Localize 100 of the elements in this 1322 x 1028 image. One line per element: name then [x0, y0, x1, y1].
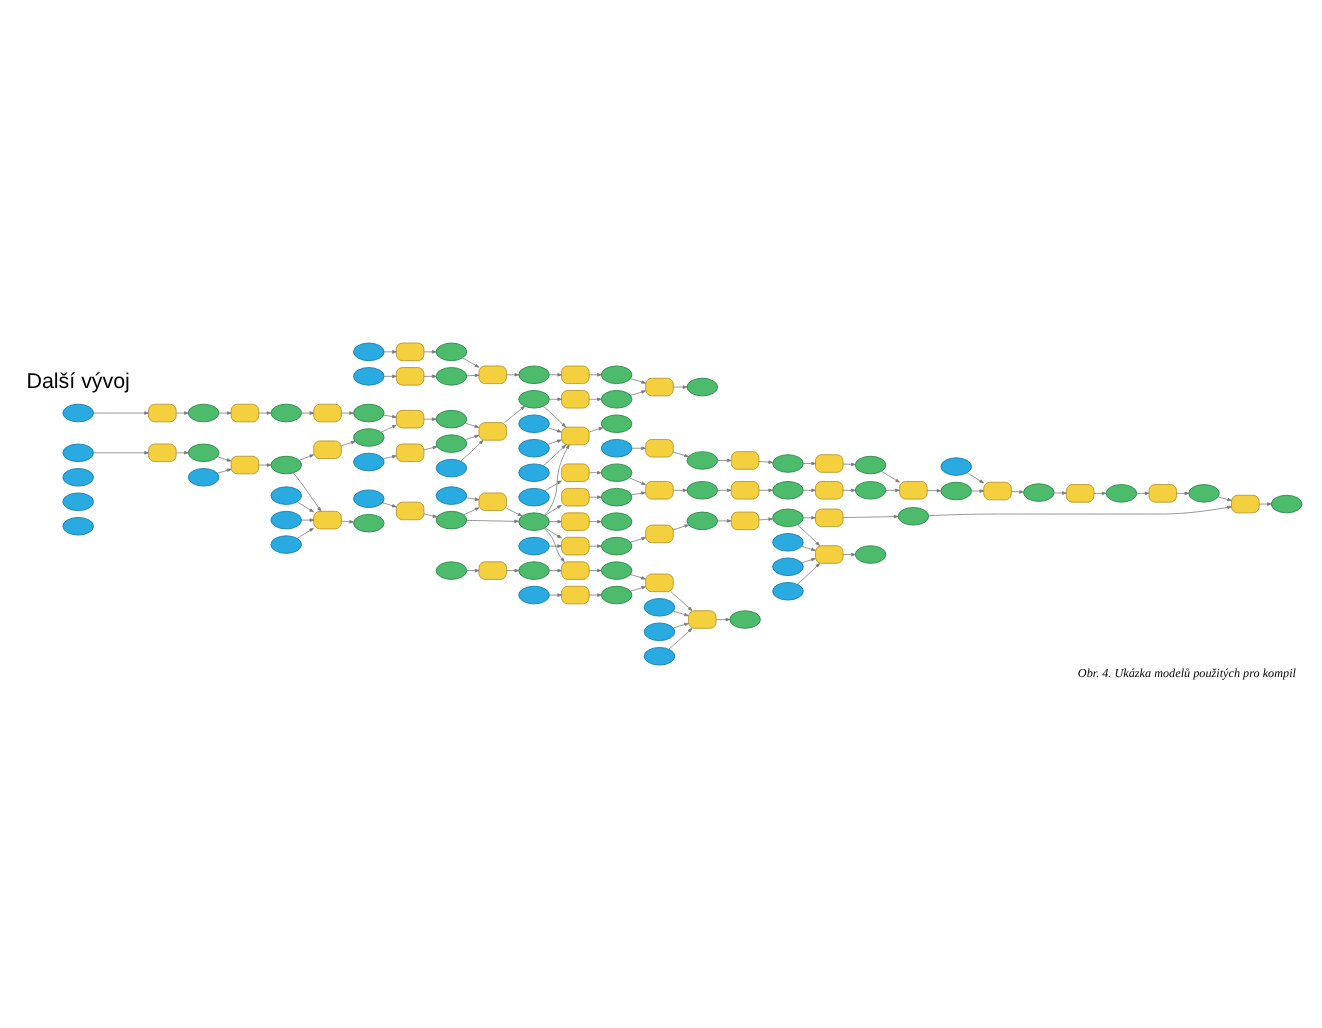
node-ellipse [854, 481, 887, 500]
arrow [340, 411, 354, 415]
arrow [549, 544, 562, 548]
node-ellipse [353, 428, 385, 447]
node-box [1065, 484, 1095, 503]
arrow [506, 507, 523, 517]
arrow [588, 593, 602, 597]
node-ellipse [940, 457, 972, 476]
arrow [543, 406, 566, 428]
node-box [561, 365, 590, 385]
arrow [465, 497, 480, 501]
arrow [672, 524, 690, 531]
node-ellipse [600, 438, 633, 458]
node-ellipse [772, 481, 804, 500]
node-ellipse [600, 585, 633, 605]
arrow [758, 460, 773, 464]
node-ellipse [62, 443, 94, 463]
node-box [230, 403, 260, 423]
arrow [630, 378, 646, 384]
node-box [730, 481, 760, 500]
arrow [93, 411, 149, 415]
node-ellipse [1105, 484, 1138, 503]
node-ellipse [518, 463, 550, 482]
arrow [544, 504, 562, 516]
node-ellipse [518, 487, 550, 507]
arrow [1010, 490, 1024, 494]
arrow [543, 444, 566, 466]
node-ellipse [187, 443, 220, 463]
node-ellipse [643, 598, 676, 617]
node-ellipse [435, 510, 468, 530]
arrow [296, 527, 314, 539]
node-ellipse [435, 561, 468, 580]
node-ellipse [600, 512, 633, 531]
arrow [340, 520, 354, 524]
arrow [630, 390, 646, 396]
node-ellipse [854, 545, 887, 564]
node-ellipse [600, 390, 633, 409]
node-ellipse [518, 585, 550, 605]
node-ellipse [187, 468, 220, 487]
arrow [423, 446, 438, 451]
arrow [301, 518, 315, 522]
arrow [549, 593, 562, 597]
arrow [797, 524, 820, 546]
node-box [983, 481, 1012, 501]
node-box [730, 451, 760, 470]
arrow [802, 461, 816, 466]
arrow [801, 558, 816, 564]
arrow [631, 446, 646, 450]
node-ellipse [62, 468, 94, 487]
arrow [218, 411, 232, 415]
node-box [1231, 494, 1260, 514]
node-box [478, 422, 507, 441]
arrow [1136, 491, 1150, 496]
arrow [296, 501, 314, 513]
arrow [672, 385, 688, 389]
arrow [588, 568, 602, 573]
arrow [217, 456, 232, 462]
arrow [299, 454, 315, 461]
node-box [815, 481, 844, 500]
node-box [478, 365, 507, 385]
arrow [293, 472, 322, 512]
arrow [588, 373, 602, 377]
node-ellipse [353, 403, 385, 423]
arrow [258, 411, 272, 415]
node-box [395, 409, 425, 429]
node-box [148, 443, 177, 463]
arrow [1217, 496, 1232, 502]
node-box [1148, 484, 1177, 503]
arrow [801, 545, 816, 551]
arrow [466, 519, 519, 523]
arrow [340, 440, 356, 447]
node-box [478, 492, 507, 511]
node-ellipse [600, 487, 633, 507]
arrow [423, 417, 437, 421]
arrow [383, 414, 397, 419]
node-box [645, 377, 674, 397]
arrow [717, 519, 732, 523]
arrow [464, 422, 480, 428]
node-ellipse [600, 463, 633, 482]
node-ellipse [435, 409, 468, 429]
node-box [899, 481, 928, 500]
arrow [588, 427, 604, 433]
node-ellipse [62, 492, 94, 511]
node-box [561, 426, 590, 446]
arrow [423, 374, 437, 379]
node-ellipse [187, 403, 220, 423]
arrow [630, 574, 646, 580]
node-box [230, 455, 260, 475]
node-ellipse [353, 489, 385, 508]
node-ellipse [600, 536, 633, 556]
node-ellipse [518, 365, 550, 385]
arrow [549, 397, 562, 401]
node-box [561, 561, 590, 580]
node-box [395, 367, 425, 386]
arrow [175, 451, 189, 455]
node-ellipse [270, 510, 302, 530]
arrow [380, 424, 397, 433]
arrow [928, 505, 1232, 516]
arrow [504, 405, 526, 423]
node-ellipse [435, 434, 468, 453]
